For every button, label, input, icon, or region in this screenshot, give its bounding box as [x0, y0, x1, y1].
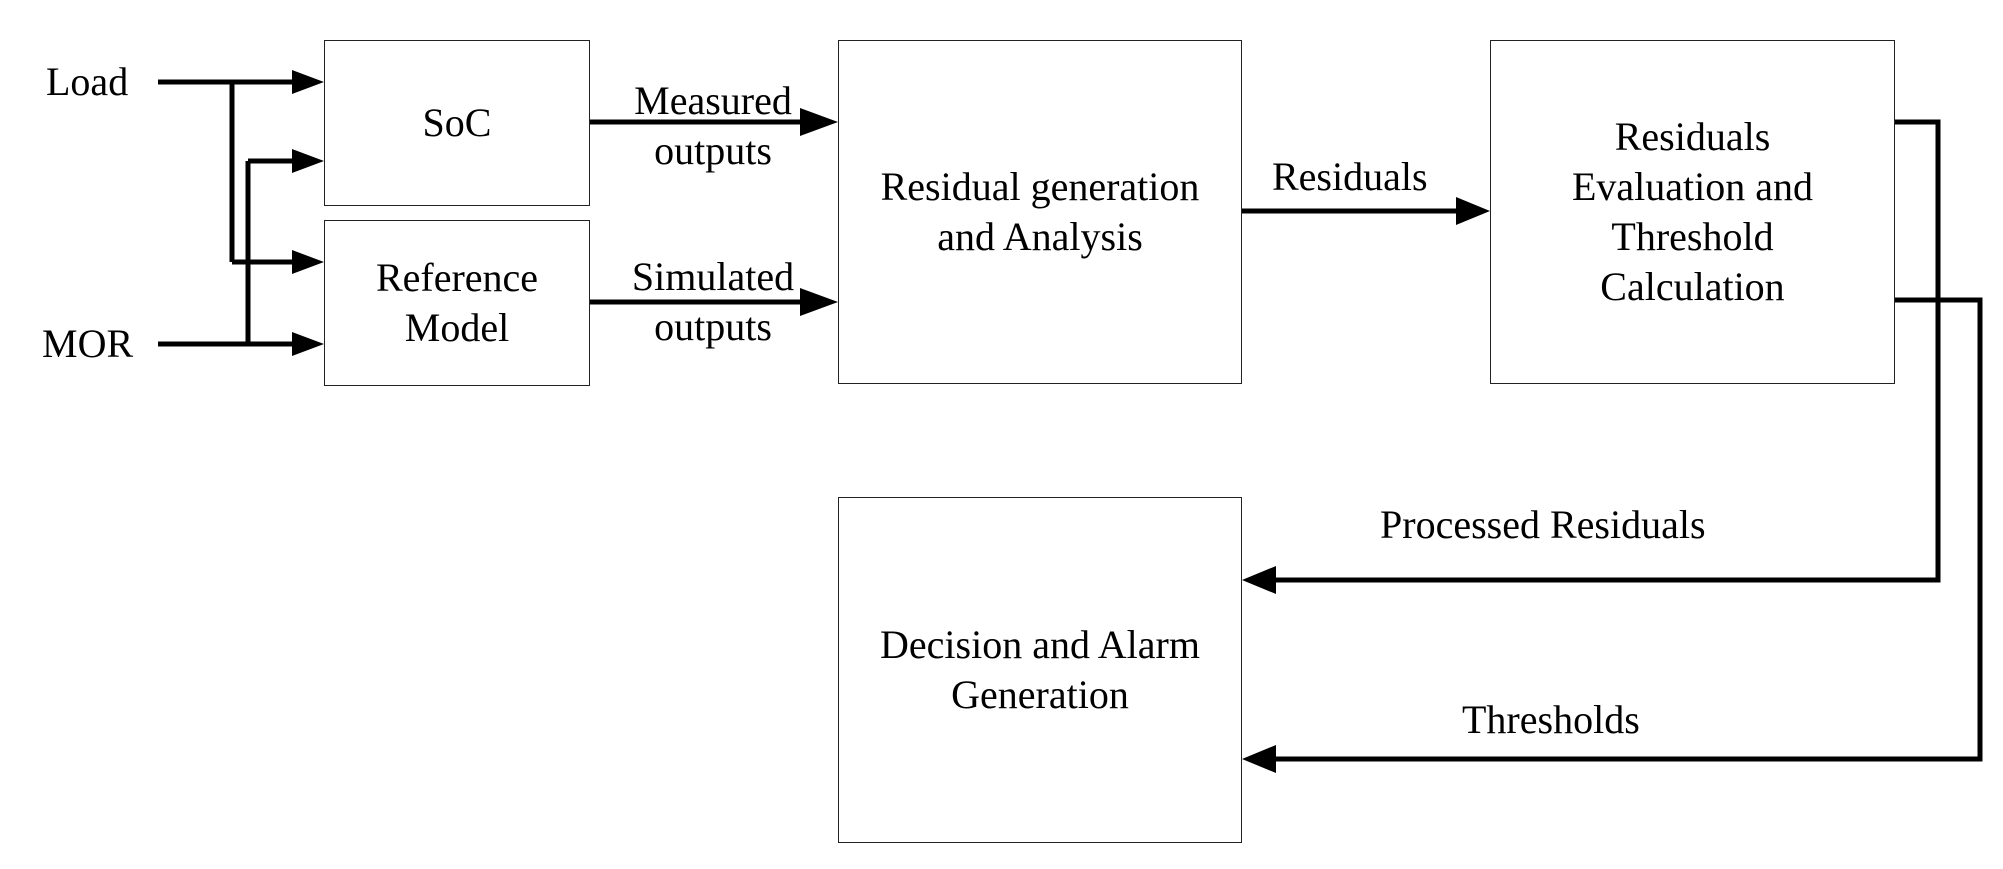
simulated-outputs-label: Simulated outputs — [631, 254, 795, 349]
arrowhead-residuals — [1456, 197, 1490, 225]
soc-block-label: SoC — [422, 100, 492, 145]
arrowhead-mor-soc — [292, 149, 324, 173]
processed-residuals-line — [1272, 119, 1941, 583]
mor-label: MOR — [42, 321, 134, 366]
thresholds-label: Thresholds — [1462, 697, 1640, 742]
arrowhead-load-soc — [292, 70, 324, 94]
load-label: Load — [46, 59, 129, 104]
reference-model-block-label: Reference Model — [375, 255, 539, 350]
arrowhead-measured — [800, 108, 838, 136]
arrowhead-thresholds — [1242, 745, 1276, 773]
residuals-evaluation-block: Residuals Evaluation and Threshold Calcu… — [1490, 40, 1895, 384]
residual-generation-block-label: Residual generation and Analysis — [880, 164, 1200, 259]
decision-alarm-block-label: Decision and Alarm Generation — [880, 622, 1200, 717]
arrowhead-mor-reference — [292, 332, 324, 356]
residuals-evaluation-block-label: Residuals Evaluation and Threshold Calcu… — [1571, 114, 1814, 309]
residual-generation-block: Residual generation and Analysis — [838, 40, 1242, 384]
soc-block: SoC — [324, 40, 590, 206]
thresholds-line — [1272, 297, 1983, 762]
measured-outputs-label: Measured outputs — [634, 78, 792, 173]
arrowhead-simulated — [800, 288, 838, 316]
processed-residuals-label: Processed Residuals — [1380, 502, 1706, 547]
arrowhead-processed-residuals — [1242, 566, 1276, 594]
decision-alarm-block: Decision and Alarm Generation — [838, 497, 1242, 843]
reference-model-block: Reference Model — [324, 220, 590, 386]
arrowhead-load-reference — [292, 250, 324, 274]
residuals-label: Residuals — [1272, 154, 1428, 199]
